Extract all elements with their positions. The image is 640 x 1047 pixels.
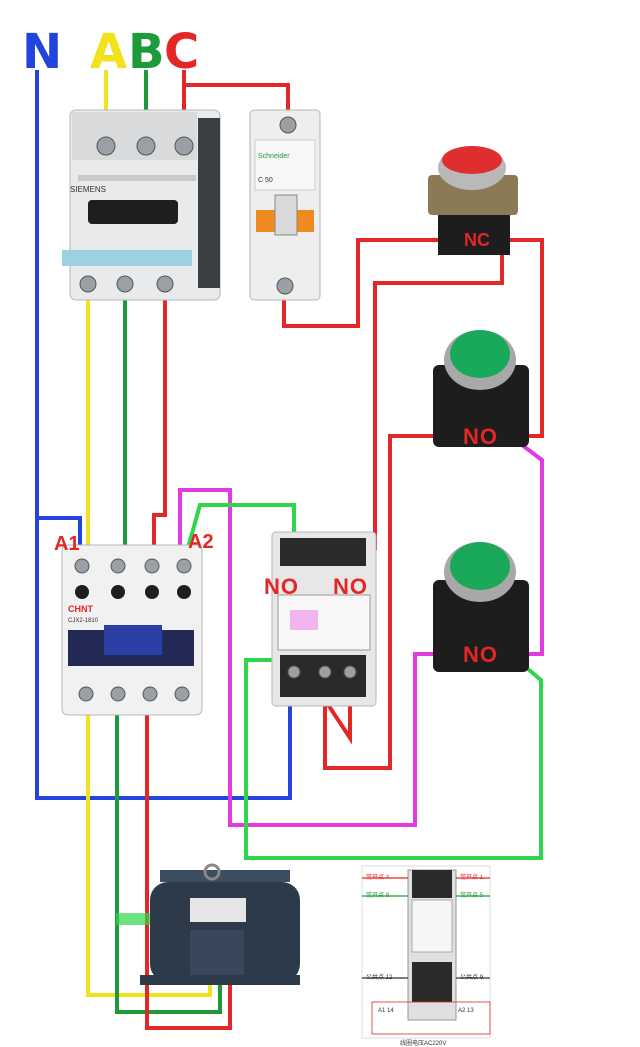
relay-no-right-label: NO <box>333 574 368 599</box>
wire-magenta <box>178 488 455 827</box>
start-button-1[interactable] <box>433 330 529 447</box>
inset-a2: A2 13 <box>458 1008 474 1014</box>
wire-n-return <box>35 518 292 800</box>
wire-b-out <box>115 700 222 1014</box>
motor-protector-brand: SIEMENS <box>70 185 106 194</box>
contactor-model: CJX2-1810 <box>68 618 99 624</box>
relay <box>271 531 377 707</box>
wire-n <box>35 70 82 555</box>
relay-no-left-label: NO <box>264 574 299 599</box>
contactor-brand: CHNT <box>68 604 93 614</box>
wire-c-out <box>145 700 232 1030</box>
wire-green-relay <box>244 652 543 860</box>
phase-c-label: C <box>164 24 200 80</box>
inset-right-mid: 常开点 5 <box>460 893 484 899</box>
inset-left-top: 常开点 4 <box>366 875 390 881</box>
phase-b-label: B <box>128 24 165 80</box>
wire-c-breaker <box>182 83 290 120</box>
wire-breaker-to-stop <box>282 238 438 328</box>
contactor-a1-label: A1 <box>54 533 80 555</box>
wire-stop-to-relay <box>373 240 504 550</box>
inset-caption: 线圈电压AC220V <box>400 1041 447 1047</box>
start-button-1-label: NO <box>463 424 498 449</box>
phase-a-label: A <box>90 24 128 80</box>
inset-left-bot: 公共点 12 <box>366 975 393 981</box>
breaker-rating: C 50 <box>258 177 273 184</box>
start-button-2[interactable] <box>433 542 529 672</box>
circuit-breaker <box>249 109 321 301</box>
motor-protector <box>62 109 221 301</box>
inset-a1: A1 14 <box>378 1008 394 1014</box>
motor <box>116 863 300 985</box>
breaker-brand: Schneider <box>258 153 290 160</box>
inset-right-top: 常开点 1 <box>460 875 484 881</box>
phase-n-label: N <box>22 24 63 80</box>
contactor <box>61 544 203 716</box>
wire-start-to-relay <box>323 434 460 770</box>
inset-relay-diagram <box>361 865 491 1039</box>
stop-button-label: NC <box>464 230 490 250</box>
start-button-2-label: NO <box>463 642 498 667</box>
contactor-a2-label: A2 <box>188 531 214 553</box>
stop-button[interactable] <box>428 146 518 255</box>
inset-left-mid: 常开点 8 <box>366 893 390 899</box>
inset-right-bot: 公共点 9 <box>460 975 484 981</box>
